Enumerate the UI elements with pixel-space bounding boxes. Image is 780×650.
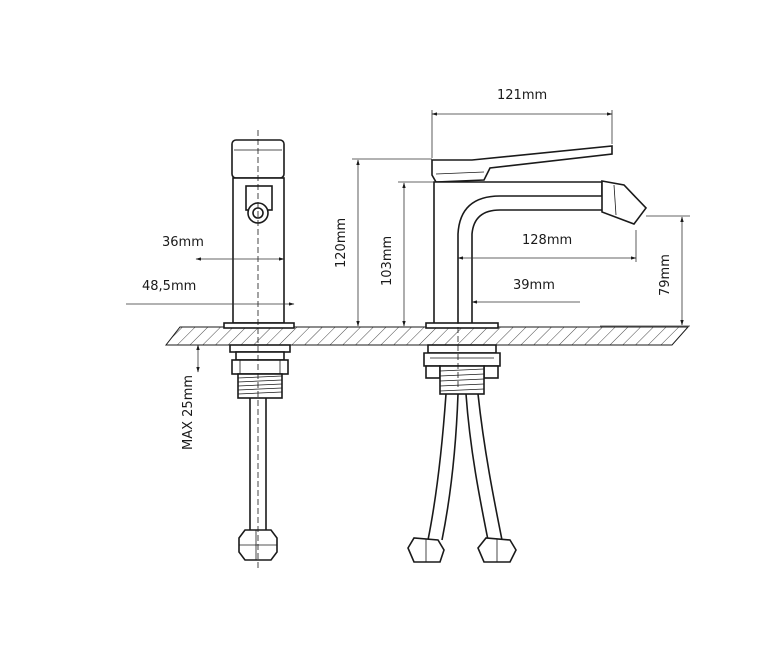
front-view	[407, 145, 648, 563]
label-120mm: 120mm	[334, 218, 349, 268]
side-dimensions	[126, 257, 295, 373]
label-36mm: 36mm	[162, 235, 204, 250]
side-view	[223, 130, 295, 570]
label-48-5mm: 48,5mm	[142, 279, 196, 294]
label-103mm: 103mm	[380, 236, 395, 286]
label-128mm: 128mm	[522, 233, 572, 248]
bidet-nozzle	[601, 180, 648, 225]
side-hose	[249, 398, 267, 532]
side-washer	[229, 344, 291, 353]
countertop	[164, 326, 690, 346]
front-washer	[427, 344, 497, 354]
label-max-25mm: MAX 25mm	[181, 375, 196, 450]
lever-handle	[431, 145, 613, 183]
label-39mm: 39mm	[513, 278, 555, 293]
front-dimensions	[352, 110, 690, 327]
hose-right	[465, 393, 489, 541]
label-121mm: 121mm	[497, 88, 547, 103]
front-nut	[423, 352, 501, 367]
label-79mm: 79mm	[658, 254, 673, 296]
hose-left	[427, 393, 447, 541]
faucet-body	[433, 181, 603, 325]
